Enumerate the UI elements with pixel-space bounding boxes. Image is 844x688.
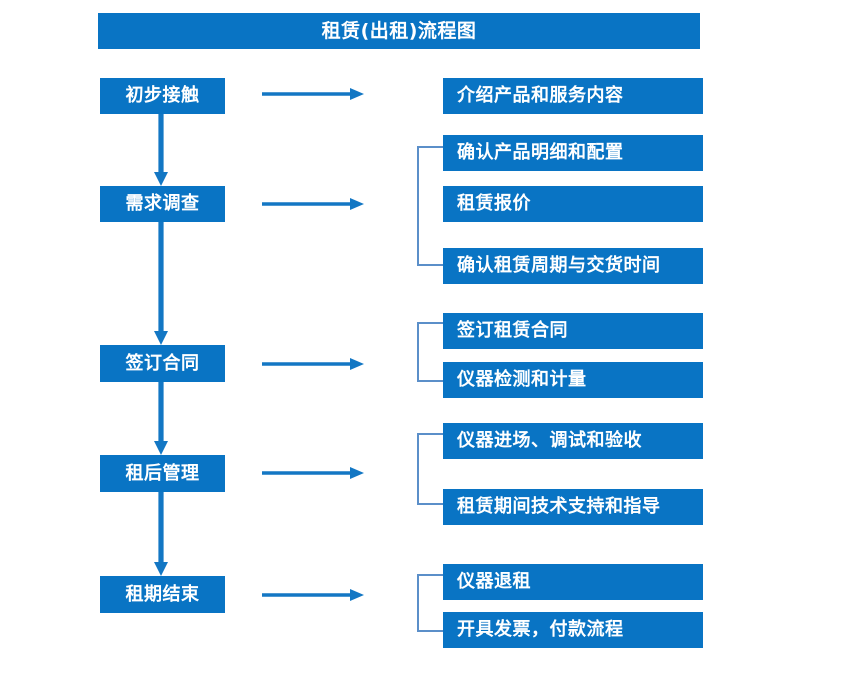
flowchart-title-banner: 租赁(出租)流程图 xyxy=(98,13,700,49)
detail-label: 介绍产品和服务内容 xyxy=(457,85,624,106)
detail-box-开具发票付款流程[interactable]: 开具发票，付款流程 xyxy=(443,612,703,648)
detail-box-签订租赁合同[interactable]: 签订租赁合同 xyxy=(443,313,703,349)
arrow-right-icon-stage-5 xyxy=(262,588,364,602)
stage-label: 租期结束 xyxy=(125,583,200,605)
detail-box-确认产品明细和配置[interactable]: 确认产品明细和配置 xyxy=(443,135,703,171)
arrow-right-icon-stage-4 xyxy=(262,466,364,480)
detail-label: 仪器检测和计量 xyxy=(457,369,587,390)
detail-label: 确认产品明细和配置 xyxy=(457,142,624,163)
detail-label: 租赁报价 xyxy=(457,193,531,214)
arrow-right-icon-stage-2 xyxy=(262,197,364,211)
arrow-right-icon-stage-3 xyxy=(262,357,364,371)
detail-label: 确认租赁周期与交货时间 xyxy=(457,255,661,276)
detail-box-租赁报价[interactable]: 租赁报价 xyxy=(443,186,703,222)
detail-box-租赁期间技术支持和指导[interactable]: 租赁期间技术支持和指导 xyxy=(443,489,703,525)
arrow-down-icon-4-to-5 xyxy=(153,492,169,576)
detail-box-仪器进场调试和验收[interactable]: 仪器进场、调试和验收 xyxy=(443,423,703,459)
detail-box-仪器退租[interactable]: 仪器退租 xyxy=(443,564,703,600)
stage-label: 租后管理 xyxy=(125,462,200,484)
arrow-down-icon-3-to-4 xyxy=(153,382,169,455)
detail-label: 开具发票，付款流程 xyxy=(457,619,624,640)
detail-label: 签订租赁合同 xyxy=(457,320,568,341)
arrow-down-icon-2-to-3 xyxy=(153,222,169,345)
stage-box-租后管理[interactable]: 租后管理 xyxy=(100,455,225,492)
arrow-right-icon-stage-1 xyxy=(262,87,364,101)
stage-box-初步接触[interactable]: 初步接触 xyxy=(100,78,225,114)
group-bracket-stage-2 xyxy=(417,146,443,266)
page-title: 租赁(出租)流程图 xyxy=(321,19,477,42)
group-bracket-stage-3 xyxy=(417,322,443,382)
stage-label: 签订合同 xyxy=(125,352,200,374)
stage-box-租期结束[interactable]: 租期结束 xyxy=(100,576,225,613)
detail-label: 仪器退租 xyxy=(457,571,531,592)
stage-label: 需求调查 xyxy=(125,193,200,214)
detail-label: 仪器进场、调试和验收 xyxy=(457,430,642,451)
detail-box-仪器检测和计量[interactable]: 仪器检测和计量 xyxy=(443,362,703,398)
stage-box-需求调查[interactable]: 需求调查 xyxy=(100,186,225,222)
arrow-down-icon-1-to-2 xyxy=(153,114,169,186)
detail-label: 租赁期间技术支持和指导 xyxy=(457,496,661,517)
stage-box-签订合同[interactable]: 签订合同 xyxy=(100,345,225,382)
group-bracket-stage-4 xyxy=(417,433,443,505)
stage-label: 初步接触 xyxy=(125,85,200,106)
detail-box-确认租赁周期与交货时间[interactable]: 确认租赁周期与交货时间 xyxy=(443,248,703,284)
detail-box-介绍产品和服务内容[interactable]: 介绍产品和服务内容 xyxy=(443,78,703,114)
group-bracket-stage-5 xyxy=(417,574,443,632)
